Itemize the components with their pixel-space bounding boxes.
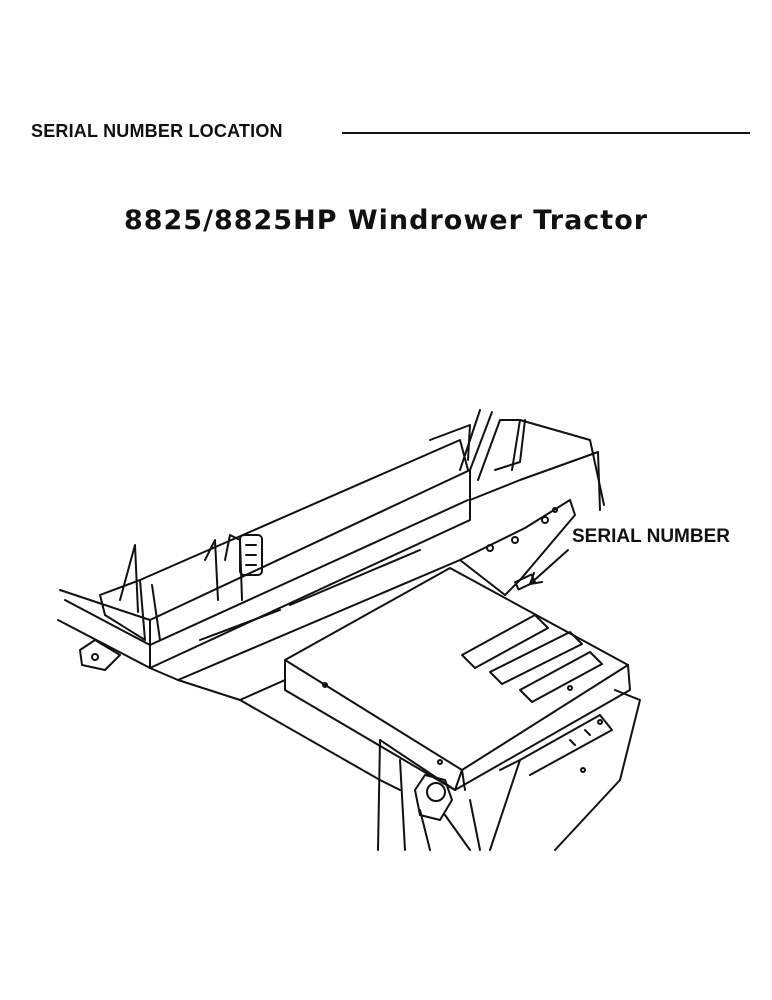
support-structure — [377, 689, 641, 851]
document-title: 8825/8825HP Windrower Tractor — [123, 205, 649, 236]
serial-plate-bracket — [459, 499, 576, 596]
tractor-illustration — [0, 395, 772, 865]
cab-frame — [57, 409, 605, 669]
serial-number-callout: SERIAL NUMBER — [572, 526, 730, 547]
heading-rule — [342, 132, 750, 134]
serial-number-arrow — [529, 549, 569, 585]
section-heading: SERIAL NUMBER LOCATION — [31, 121, 283, 141]
step-platform — [284, 567, 631, 791]
